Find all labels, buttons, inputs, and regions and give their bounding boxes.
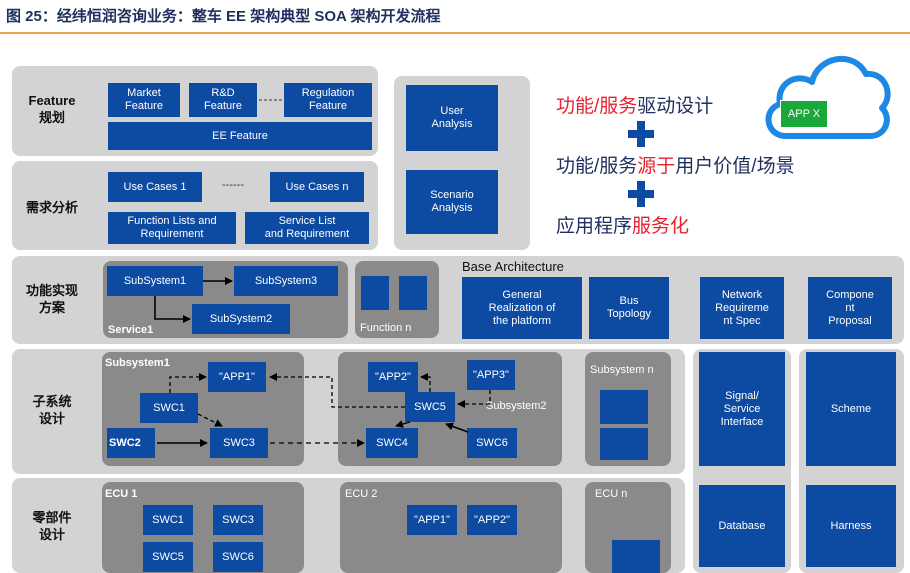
swc4-sub-box: SWC4: [366, 428, 418, 458]
component-proposal-box: Compone nt Proposal: [808, 277, 892, 339]
swc2-sub-box: SWC2: [107, 428, 155, 458]
slogan-line-3: 应用程序服务化: [556, 211, 689, 238]
slogan-2-highlight: 源于: [637, 156, 676, 177]
slogan-1-highlight: 功能/服务: [556, 96, 638, 117]
swc5-sub-box: SWC5: [405, 392, 455, 422]
row-label-parts: 零部件 设计: [32, 510, 72, 542]
slogan-line-1: 功能/服务驱动设计: [556, 91, 713, 118]
app-x-box: APP X: [780, 100, 828, 128]
slogan-line-2: 功能/服务源于用户价值/场景: [556, 151, 795, 178]
service1-label: Service1: [108, 324, 154, 336]
user-analysis-box: User Analysis: [406, 85, 498, 151]
app2-ecu-box: "APP2": [467, 505, 517, 535]
use-cases-1-box: Use Cases 1: [108, 172, 202, 202]
slogan-2-part-c: 用户价值/场景: [675, 156, 795, 177]
row-label-function: 功能实现 方案: [25, 283, 78, 315]
arrow-swc1-to-swc3: [197, 413, 223, 427]
subsystem-n-block-2: [600, 428, 648, 460]
slogan-3-highlight: 服务化: [632, 216, 690, 237]
ee-feature-box: EE Feature: [108, 122, 372, 150]
function-n-label: Function n: [360, 322, 412, 334]
arrow-app3-to-swc5: [457, 390, 491, 408]
service-list-box: Service List and Requirement: [245, 212, 369, 244]
plus-icon-1: [628, 121, 654, 147]
page-title: 图 25：经纬恒润咨询业务：整车 EE 架构典型 SOA 架构开发流程: [6, 8, 441, 25]
use-cases-n-box: Use Cases n: [270, 172, 364, 202]
swc3-sub-box: SWC3: [210, 428, 268, 458]
subsystem3-fn-box: SubSystem3: [234, 266, 338, 296]
rd-feature-box: R&D Feature: [189, 83, 257, 117]
subsystem1-fn-box: SubSystem1: [107, 266, 203, 296]
ecu-n-block: [612, 540, 660, 573]
app1-ecu-box: "APP1": [407, 505, 457, 535]
row-label-requirement: 需求分析: [25, 200, 78, 215]
base-architecture-title: Base Architecture: [462, 259, 564, 274]
arrow-subsystem1-to-subsystem2: [154, 296, 191, 323]
slogan-3-part-a: 应用程序: [556, 216, 633, 237]
ecu2-label: ECU 2: [345, 488, 378, 500]
ecu1-group: [102, 482, 304, 573]
app1-sub-box: "APP1": [208, 362, 266, 392]
swc3-ecu-box: SWC3: [213, 505, 263, 535]
regulation-feature-box: Regulation Feature: [284, 83, 372, 117]
function-n-block-1: [361, 276, 389, 310]
arrow-swc1-to-app1: [169, 373, 207, 393]
subsystem-n-block-1: [600, 390, 648, 424]
ecu1-label: ECU 1: [105, 488, 138, 500]
function-lists-box: Function Lists and Requirement: [108, 212, 236, 244]
ecu-n-label: ECU n: [595, 488, 628, 500]
title-rule: [0, 32, 910, 34]
harness-box: Harness: [806, 485, 896, 567]
use-cases-dots: ------: [222, 179, 244, 191]
swc6-ecu-box: SWC6: [213, 542, 263, 572]
network-requirement-box: Network Requireme nt Spec: [700, 277, 784, 339]
swc6-sub-box: SWC6: [467, 428, 517, 458]
swc1-ecu-box: SWC1: [143, 505, 193, 535]
app2-sub-box: "APP2": [368, 362, 418, 392]
arrow-swc5-to-swc4: [395, 420, 411, 428]
slogan-1-rest: 驱动设计: [637, 96, 714, 117]
general-realization-box: General Realization of the platform: [462, 277, 582, 339]
function-n-block-2: [399, 276, 427, 310]
app3-sub-box: "APP3": [467, 360, 515, 390]
signal-service-interface-box: Signal/ Service Interface: [699, 352, 785, 466]
plus-icon-2: [628, 181, 654, 207]
arrow-swc5-to-app2: [420, 373, 431, 392]
subsystem-n-label: Subsystem n: [590, 364, 654, 376]
subsystem1-label: Subsystem1: [105, 357, 170, 369]
row-label-subsystem: 子系统 设计: [32, 394, 72, 426]
subsystem2-label: Subsystem2: [486, 400, 547, 412]
arrow-swc5-to-app1: [269, 373, 405, 408]
scheme-box: Scheme: [806, 352, 896, 466]
database-box: Database: [699, 485, 785, 567]
bus-topology-box: Bus Topology: [589, 277, 669, 339]
arrow-swc6-to-swc5: [445, 422, 469, 433]
swc1-sub-box: SWC1: [140, 393, 198, 423]
swc5-ecu-box: SWC5: [143, 542, 193, 572]
market-feature-box: Market Feature: [108, 83, 180, 117]
row-label-feature: Feature 规划: [28, 93, 76, 125]
subsystem2-fn-box: SubSystem2: [192, 304, 290, 334]
scenario-analysis-box: Scenario Analysis: [406, 170, 498, 234]
slogan-2-part-a: 功能/服务: [556, 156, 638, 177]
